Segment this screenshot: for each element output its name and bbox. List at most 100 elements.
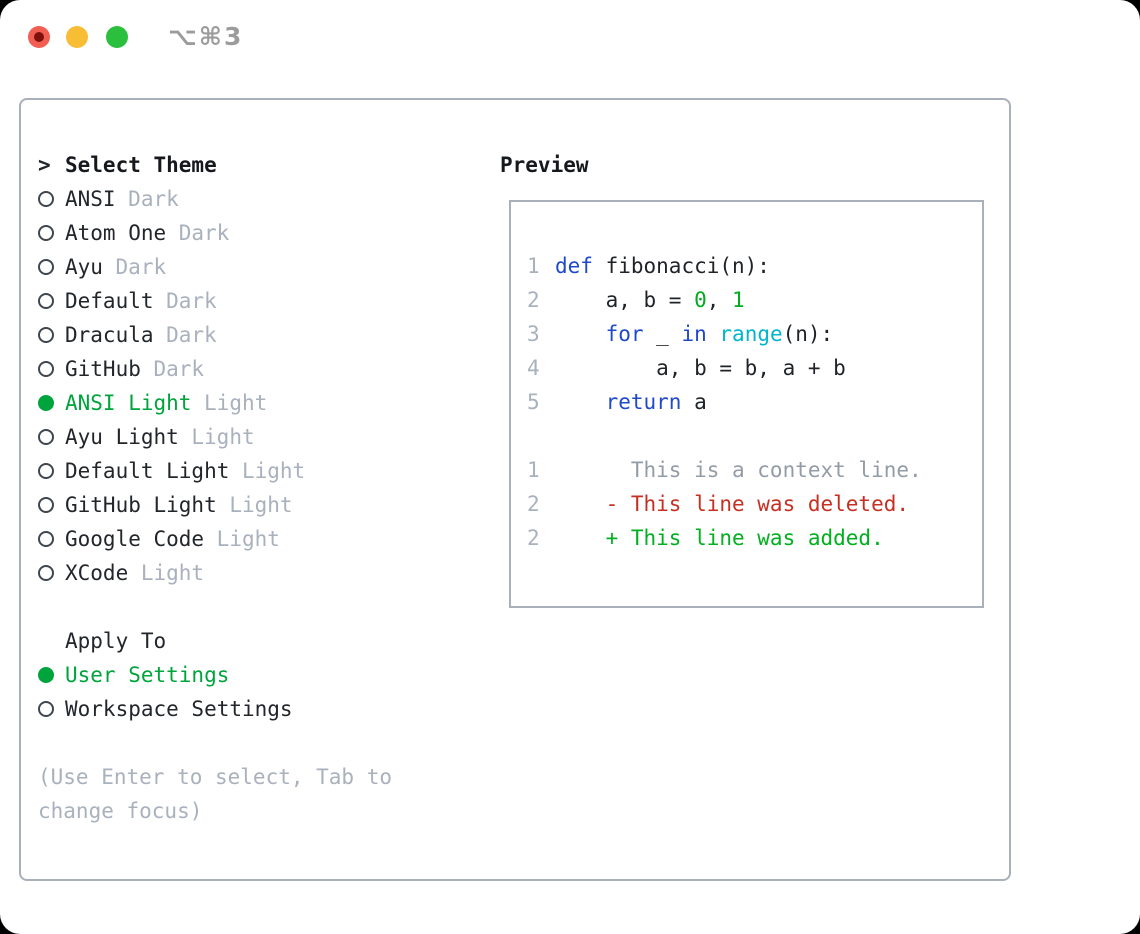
theme-name: XCode bbox=[65, 561, 129, 585]
theme-name: ANSI bbox=[65, 187, 116, 211]
theme-name: Ayu Light bbox=[65, 425, 179, 449]
theme-option-xcode-light[interactable]: XCode Light bbox=[38, 556, 478, 590]
theme-variant-tag: Dark bbox=[166, 289, 217, 313]
radio-circle bbox=[38, 463, 54, 479]
theme-option-github-dark[interactable]: GitHub Dark bbox=[38, 352, 478, 386]
theme-option-dracula-dark[interactable]: Dracula Dark bbox=[38, 318, 478, 352]
radio-icon bbox=[38, 293, 65, 309]
radio-circle bbox=[38, 667, 54, 683]
diff-segment: + This line was added. bbox=[555, 526, 884, 550]
titlebar: ⌥⌘3 bbox=[0, 0, 1140, 74]
radio-circle bbox=[38, 191, 54, 207]
radio-circle bbox=[38, 565, 54, 581]
radio-circle bbox=[38, 293, 54, 309]
preview-title-label: Preview bbox=[500, 153, 589, 177]
radio-icon bbox=[38, 531, 65, 547]
code-segment bbox=[555, 322, 606, 346]
line-number: 2 bbox=[527, 288, 540, 312]
radio-icon bbox=[38, 463, 65, 479]
theme-variant-tag: Dark bbox=[166, 323, 217, 347]
zoom-button[interactable] bbox=[106, 26, 128, 48]
diff-line: 2 + This line was added. bbox=[527, 521, 982, 555]
radio-icon bbox=[38, 361, 65, 377]
help-text-line: change focus) bbox=[38, 799, 203, 823]
apply-option-workspace-settings[interactable]: Workspace Settings bbox=[38, 692, 478, 726]
radio-icon bbox=[38, 497, 65, 513]
theme-variant-tag: Dark bbox=[115, 255, 167, 279]
code-segment bbox=[555, 390, 606, 414]
apply-option-label: User Settings bbox=[65, 663, 230, 687]
radio-circle bbox=[38, 531, 54, 547]
theme-variant-tag: Dark bbox=[153, 357, 205, 381]
code-segment: 0 bbox=[694, 288, 707, 312]
radio-circle bbox=[38, 497, 54, 513]
theme-name: Dracula bbox=[65, 323, 154, 347]
theme-variant-tag: Light bbox=[140, 561, 205, 585]
radio-icon bbox=[38, 429, 65, 445]
code-line: 4 a, b = b, a + b bbox=[527, 351, 982, 385]
preview-header: Preview bbox=[500, 148, 589, 182]
select-theme-label: Select Theme bbox=[65, 153, 217, 177]
radio-circle bbox=[38, 361, 54, 377]
code-segment: return bbox=[605, 390, 682, 414]
theme-name: Default Light bbox=[65, 459, 230, 483]
radio-icon bbox=[38, 225, 65, 241]
code-segment: , bbox=[706, 288, 733, 312]
code-segment: a bbox=[681, 390, 707, 414]
theme-name: GitHub bbox=[65, 357, 141, 381]
line-number: 4 bbox=[527, 356, 540, 380]
theme-option-atom-one-dark[interactable]: Atom One Dark bbox=[38, 216, 478, 250]
radio-circle bbox=[38, 395, 54, 411]
radio-circle bbox=[38, 259, 54, 275]
selected-radio-icon bbox=[38, 667, 65, 683]
code-line: 3 for _ in range(n): bbox=[527, 317, 982, 351]
theme-name: Google Code bbox=[65, 527, 205, 551]
focus-chevron-icon: > bbox=[38, 153, 51, 177]
radio-icon bbox=[38, 327, 65, 343]
select-theme-header: > Select Theme bbox=[38, 148, 478, 182]
diff-segment: This is a context line. bbox=[555, 458, 922, 482]
theme-variant-tag: Dark bbox=[178, 221, 230, 245]
code-segment: (n): bbox=[782, 322, 834, 346]
code-segment: a, b = bbox=[555, 288, 695, 312]
code-line: 5 return a bbox=[527, 385, 982, 419]
code-segment: in bbox=[681, 322, 707, 346]
code-segment: def bbox=[555, 254, 593, 278]
theme-name: Atom One bbox=[65, 221, 167, 245]
window-title: ⌥⌘3 bbox=[168, 22, 244, 51]
diff-line: 2 - This line was deleted. bbox=[527, 487, 982, 521]
apply-option-user-settings[interactable]: User Settings bbox=[38, 658, 478, 692]
spacer bbox=[38, 590, 478, 624]
line-number: 1 bbox=[527, 254, 540, 278]
theme-variant-tag: Light bbox=[204, 391, 268, 415]
theme-option-default-dark[interactable]: Default Dark bbox=[38, 284, 478, 318]
code-line: 2 a, b = 0, 1 bbox=[527, 283, 982, 317]
selected-radio-icon bbox=[38, 395, 65, 411]
code-segment: fibonacci(n): bbox=[592, 254, 770, 278]
code-line: 1 def fibonacci(n): bbox=[527, 249, 982, 283]
line-number: 5 bbox=[527, 390, 540, 414]
help-text-line: (Use Enter to select, Tab to bbox=[38, 765, 393, 789]
minimize-button[interactable] bbox=[66, 26, 88, 48]
close-button[interactable] bbox=[28, 26, 50, 48]
theme-name: Default bbox=[65, 289, 154, 313]
theme-name: GitHub Light bbox=[65, 493, 217, 517]
code-segment bbox=[707, 322, 720, 346]
diff-preview: 1 This is a context line.2 - This line w… bbox=[527, 453, 982, 555]
code-segment: _ bbox=[643, 322, 682, 346]
help-text: (Use Enter to select, Tab to change focus… bbox=[38, 760, 478, 828]
line-number: 2 bbox=[527, 492, 540, 516]
